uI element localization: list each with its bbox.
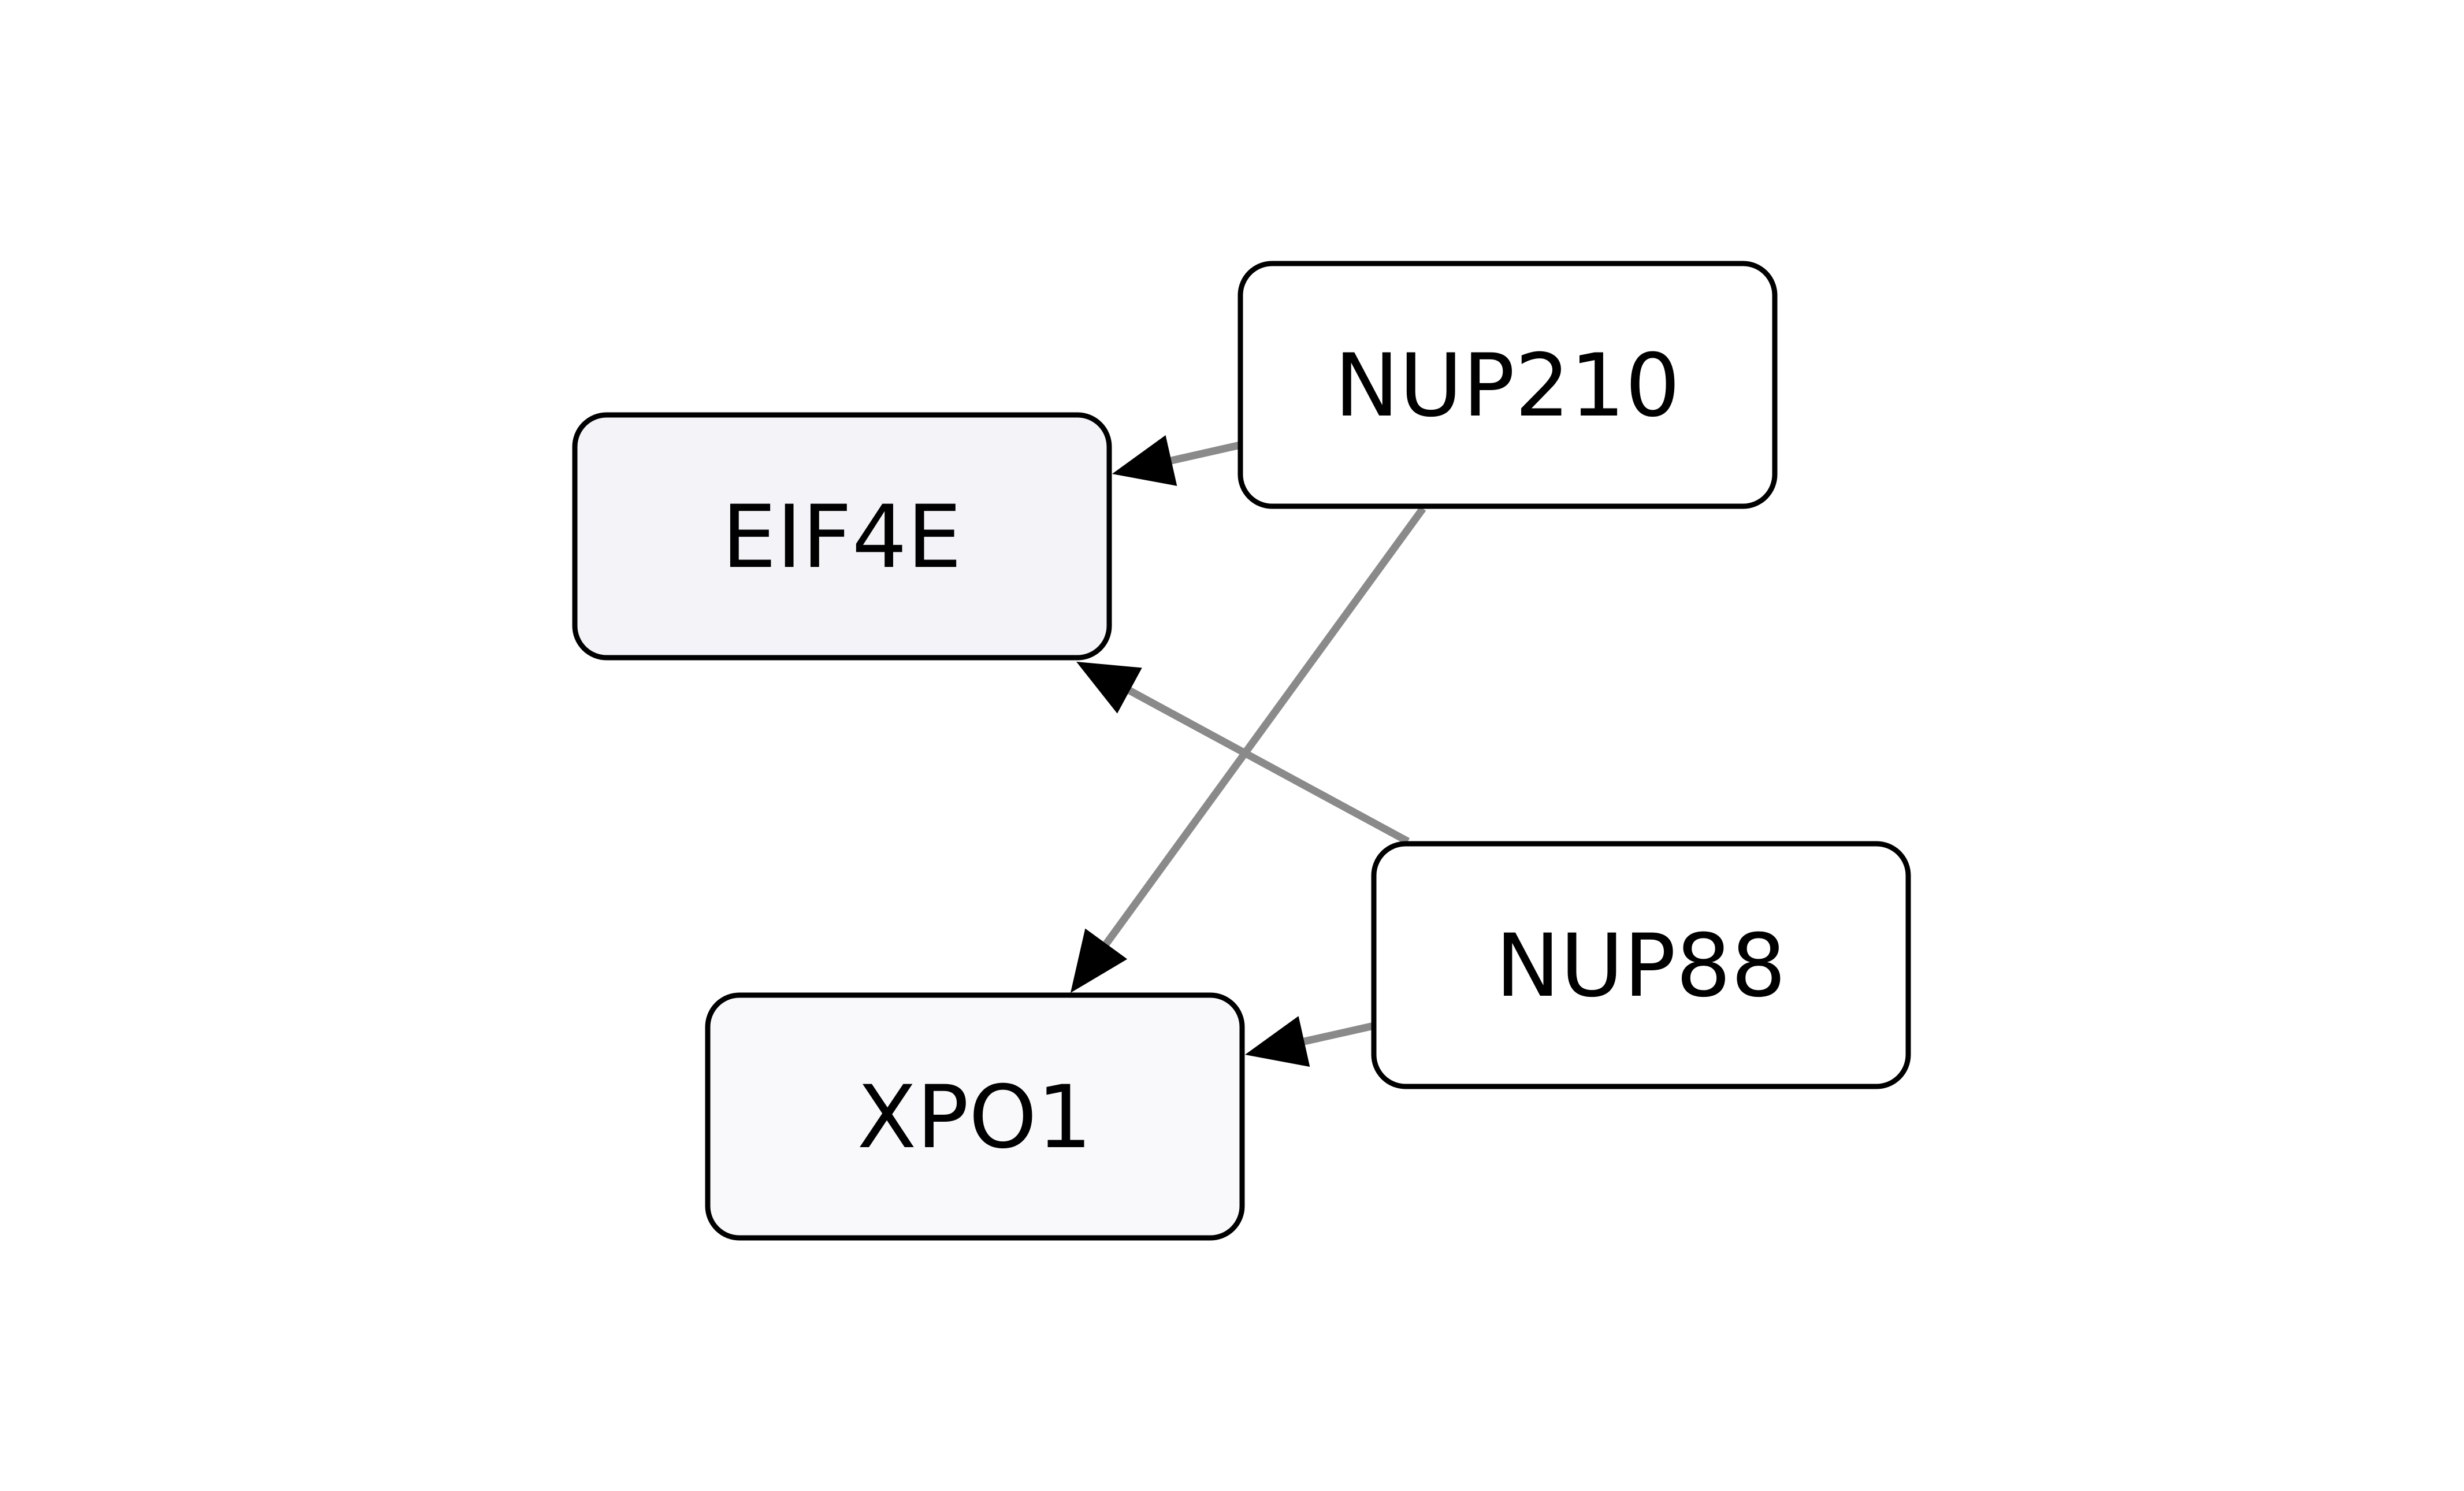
node-nup88-label: NUP88 <box>1495 916 1786 1017</box>
edge-nup88-to-xpo1 <box>1303 1022 1375 1045</box>
node-nup210[interactable]: NUP210 <box>1237 261 1778 509</box>
edge-nup210-to-eif4e <box>1170 441 1242 465</box>
node-nup88[interactable]: NUP88 <box>1371 841 1911 1089</box>
node-nup210-label: NUP210 <box>1335 336 1681 436</box>
arrowhead-nup210-to-eif4e <box>1112 435 1177 486</box>
node-nup210-box <box>1237 261 1778 509</box>
arrowhead-nup88-to-xpo1 <box>1245 1016 1310 1067</box>
arrowhead-nup210-to-xpo1 <box>1071 928 1128 993</box>
arrowhead-nup88-to-eif4e <box>1076 662 1142 714</box>
node-eif4e[interactable]: EIF4E <box>572 412 1112 661</box>
edges-layer <box>1071 435 1426 1067</box>
edge-nup88-to-eif4e <box>1128 687 1410 845</box>
node-xpo1-box <box>705 992 1245 1241</box>
edge-nup210-to-xpo1 <box>1103 506 1426 946</box>
node-xpo1-label: XPO1 <box>857 1067 1092 1168</box>
node-nup88-box <box>1371 841 1911 1089</box>
node-xpo1[interactable]: XPO1 <box>705 992 1245 1241</box>
node-eif4e-box <box>572 412 1112 661</box>
node-eif4e-label: EIF4E <box>722 487 962 588</box>
nodes-layer: EIF4E NUP210 NUP88 XPO1 <box>572 261 1911 1241</box>
